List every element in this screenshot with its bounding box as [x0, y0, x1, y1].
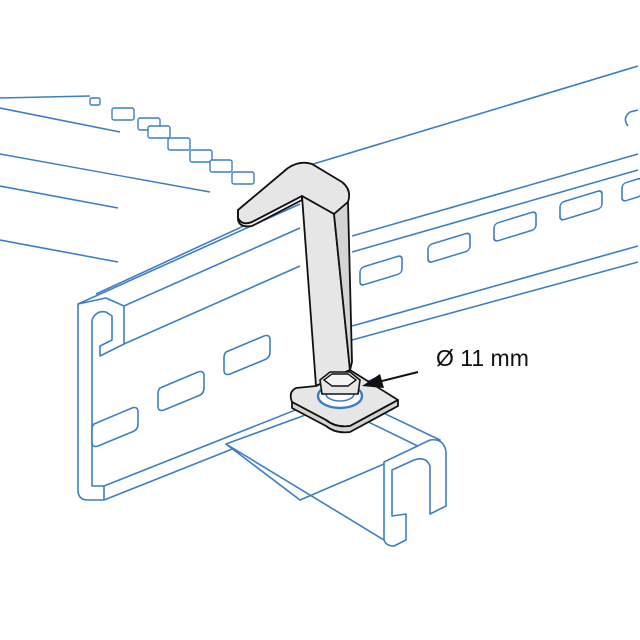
- tray-slot: [147, 125, 171, 139]
- lower-rail-side-bottom: [225, 443, 385, 541]
- bolt-hole: [316, 371, 364, 410]
- tray-edge-upper: [0, 95, 91, 99]
- lower-rail: [225, 397, 447, 547]
- back-rail-slots: [359, 177, 640, 286]
- front-rail-lip: [123, 265, 301, 345]
- lower-rail-end-profile: [383, 438, 447, 547]
- rail-slot: [621, 177, 640, 202]
- tray-slot: [209, 159, 233, 173]
- front-rail-lip-2: [123, 227, 301, 307]
- rail-slot: [91, 406, 139, 448]
- front-rail-end-profile: [77, 297, 125, 501]
- back-rail-end-cap: [624, 109, 639, 127]
- arrow-head-icon: [362, 374, 384, 388]
- clip-vertical-side: [333, 201, 353, 371]
- tray-slot: [231, 171, 255, 185]
- tray-slot: [167, 137, 191, 151]
- back-rail-face-bottom: [351, 245, 639, 327]
- back-rail-top-edge: [299, 65, 639, 169]
- back-rail-hidden-left-bottom: [0, 239, 119, 263]
- rail-slot: [427, 232, 471, 263]
- rail-slot: [223, 334, 271, 376]
- rail-slot: [493, 211, 537, 242]
- back-rail-hidden-left-top: [0, 107, 121, 133]
- rail-slot: [359, 255, 403, 286]
- tray-slot: [89, 97, 101, 106]
- back-rail-base: [351, 261, 639, 341]
- z-clip: [237, 161, 399, 434]
- tray-edge-lower: [0, 153, 211, 193]
- arrow-icon: [377, 371, 419, 383]
- dimension-label: Ø 11 mm: [436, 345, 529, 371]
- tray-slot: [111, 107, 135, 121]
- tray-slot: [189, 149, 213, 163]
- back-rail: [0, 65, 639, 341]
- bolt-head-top: [322, 373, 358, 387]
- clip-foot-edge: [291, 399, 399, 434]
- callout: Ø 11 mm: [362, 345, 529, 388]
- tray-perforations: [0, 95, 255, 193]
- rail-slot: [559, 190, 603, 221]
- back-rail-lip-upper: [351, 153, 639, 237]
- back-rail-lip-lower: [351, 169, 639, 253]
- front-rail-slots: [91, 334, 271, 448]
- back-rail-hidden-left-mid: [0, 185, 119, 209]
- rail-slot: [157, 370, 205, 412]
